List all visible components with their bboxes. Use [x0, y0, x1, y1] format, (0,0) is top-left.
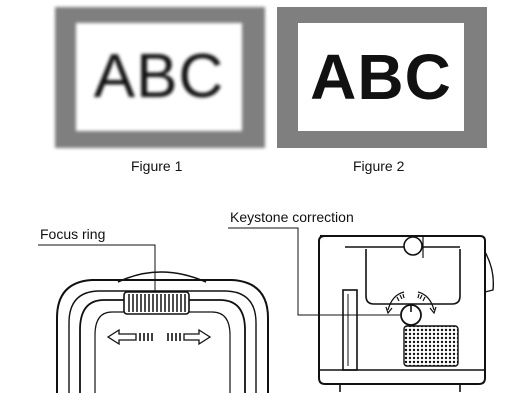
keystone-correction-label: Keystone correction [230, 209, 354, 225]
figure-2-text: ABC [310, 41, 452, 113]
figure-2-caption: Figure 2 [353, 158, 405, 174]
focus-ring-label: Focus ring [40, 226, 106, 242]
focus-ring-icon [123, 291, 190, 315]
keystone-leader [228, 227, 400, 316]
figure-1-caption: Figure 1 [131, 158, 183, 174]
projector-side-view [318, 235, 495, 392]
figure-1-text: ABC [93, 42, 225, 111]
projector-top-view [56, 271, 269, 393]
figure-1-blurred: ABC [55, 7, 265, 148]
focus-ring-leader [38, 244, 156, 293]
keystone-knob-icon [385, 291, 437, 326]
figure-1-screen: ABC [76, 23, 242, 131]
left-arrow-icon [106, 328, 153, 346]
speaker-grille-icon [403, 325, 459, 367]
right-arrow-icon [167, 328, 212, 346]
figure-2-screen: ABC [298, 23, 464, 131]
figure-2-sharp: ABC [277, 7, 487, 148]
